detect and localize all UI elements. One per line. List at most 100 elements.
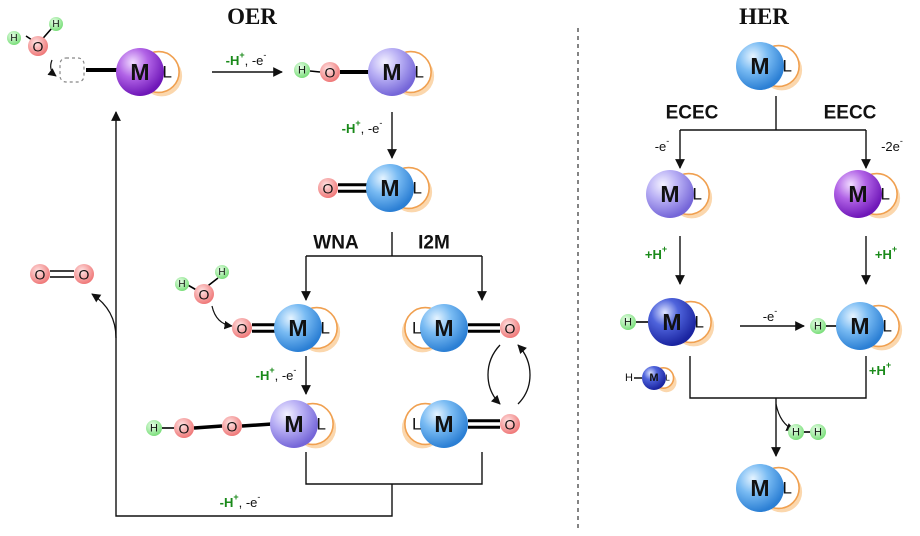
step-label-part: + bbox=[892, 244, 897, 254]
hydrogen-label: H bbox=[792, 427, 800, 439]
water-hydrogen: H bbox=[7, 31, 21, 45]
metal-label: M bbox=[662, 309, 681, 335]
metal-label: M bbox=[434, 315, 453, 341]
ligand-label: L bbox=[783, 57, 792, 76]
single-bond bbox=[309, 70, 321, 73]
hydrogen-label: H bbox=[52, 19, 59, 30]
ligand-label: L bbox=[163, 63, 172, 82]
curved-arrow-attack bbox=[211, 305, 233, 330]
ecec-label: ECEC bbox=[666, 103, 719, 124]
ligand-label: L bbox=[321, 319, 330, 338]
her-merge-bracket bbox=[689, 356, 867, 399]
ligand-label: L bbox=[693, 185, 702, 204]
metal-label: M bbox=[434, 411, 453, 437]
single-bond bbox=[193, 424, 223, 430]
oxygen-label: O bbox=[33, 39, 44, 55]
metal-label: M bbox=[284, 411, 303, 437]
ligand-label: L bbox=[783, 479, 792, 498]
step-label-oer-4: -H+, -e- bbox=[220, 492, 261, 510]
step-label-part: + bbox=[875, 247, 883, 262]
metal-label: M bbox=[130, 59, 149, 85]
metal-label: M bbox=[850, 313, 869, 339]
i2m-label: I2M bbox=[418, 233, 450, 254]
metal-sphere bbox=[648, 298, 696, 346]
hydride-hydrogen: H bbox=[620, 314, 636, 330]
i2m-arrow-down bbox=[487, 344, 501, 405]
ligand-label: L bbox=[415, 63, 424, 82]
step-label-part: H bbox=[224, 495, 233, 510]
ligand-label: L bbox=[413, 179, 422, 198]
step-label-part: H bbox=[346, 121, 355, 136]
hydroperoxo-oxygen-1: O bbox=[174, 418, 194, 438]
water-hydrogen: H bbox=[49, 17, 63, 31]
hydroperoxo-oxygen-2: O bbox=[222, 416, 242, 436]
hydrogen-label: H bbox=[218, 267, 225, 278]
wna-label: WNA bbox=[313, 233, 359, 254]
step-label-part: H bbox=[652, 247, 661, 262]
step-label-part: - bbox=[293, 365, 296, 375]
oxo-oxygen: O bbox=[318, 178, 338, 198]
hydroxo-oxygen: O bbox=[320, 62, 340, 82]
ligand-label: L bbox=[317, 415, 326, 434]
step-label-part: , -e bbox=[239, 495, 258, 510]
step-label-part: - bbox=[263, 50, 266, 60]
step-label-part: + bbox=[869, 363, 877, 378]
step-label-part: - bbox=[666, 136, 669, 146]
oxygen-label: O bbox=[323, 181, 334, 197]
step-label-her-h3: +H+ bbox=[869, 360, 891, 378]
metal-label: M bbox=[380, 175, 399, 201]
step-label-her-2e: -2e- bbox=[881, 136, 903, 154]
ligand-label: L bbox=[881, 185, 890, 204]
single-bond bbox=[241, 422, 273, 428]
step-label-her-e: -e- bbox=[655, 136, 670, 154]
metal-label: M bbox=[288, 315, 307, 341]
i2m-arrow-up bbox=[517, 344, 531, 405]
eecc-label: EECC bbox=[824, 103, 877, 124]
ligand-label: L bbox=[883, 317, 892, 336]
oxygen-label: O bbox=[505, 417, 516, 433]
o2-oxygen-1: O bbox=[30, 264, 50, 284]
metal-label: M bbox=[750, 53, 769, 79]
step-label-oer-1: -H+, -e- bbox=[226, 50, 267, 68]
hydrogen-label: H bbox=[298, 65, 306, 77]
step-label-part: - bbox=[256, 368, 260, 383]
step-label-part: + bbox=[886, 360, 891, 370]
metal-sphere bbox=[736, 464, 784, 512]
metal-label: M bbox=[848, 181, 867, 207]
oxygen-label: O bbox=[325, 65, 336, 81]
small-hydride-label: H bbox=[625, 372, 633, 384]
metal-sphere bbox=[270, 400, 318, 448]
h2-hydrogen-2: H bbox=[810, 424, 826, 440]
step-label-part: + bbox=[233, 492, 238, 502]
metal-label: M bbox=[750, 475, 769, 501]
merge-bracket bbox=[305, 452, 483, 485]
step-label-part: - bbox=[257, 492, 260, 502]
o2-oxygen-2: O bbox=[74, 264, 94, 284]
complex-i2m-2: ML bbox=[401, 400, 468, 449]
h2-hydrogen-1: H bbox=[788, 424, 804, 440]
vacancy-site bbox=[59, 57, 85, 83]
step-label-her-h2: +H+ bbox=[875, 244, 897, 262]
step-label-part: + bbox=[662, 244, 667, 254]
oxygen-label: O bbox=[199, 287, 210, 303]
hydrogen-label: H bbox=[150, 423, 158, 435]
step-label-part: + bbox=[645, 247, 653, 262]
metal-sphere bbox=[116, 48, 164, 96]
water-oxygen: O bbox=[28, 36, 48, 56]
step-label-part: + bbox=[239, 50, 244, 60]
i2m-oxygen-1: O bbox=[500, 318, 520, 338]
metal-sphere bbox=[366, 164, 414, 212]
metal-sphere bbox=[834, 170, 882, 218]
ligand-label: L bbox=[412, 415, 421, 434]
hydrogen-label: H bbox=[814, 321, 822, 333]
step-label-part: -2e bbox=[881, 139, 900, 154]
attack-water-hydrogen: H bbox=[215, 265, 229, 279]
metal-label: M bbox=[660, 181, 679, 207]
hydride-hydrogen-2: H bbox=[810, 318, 826, 334]
